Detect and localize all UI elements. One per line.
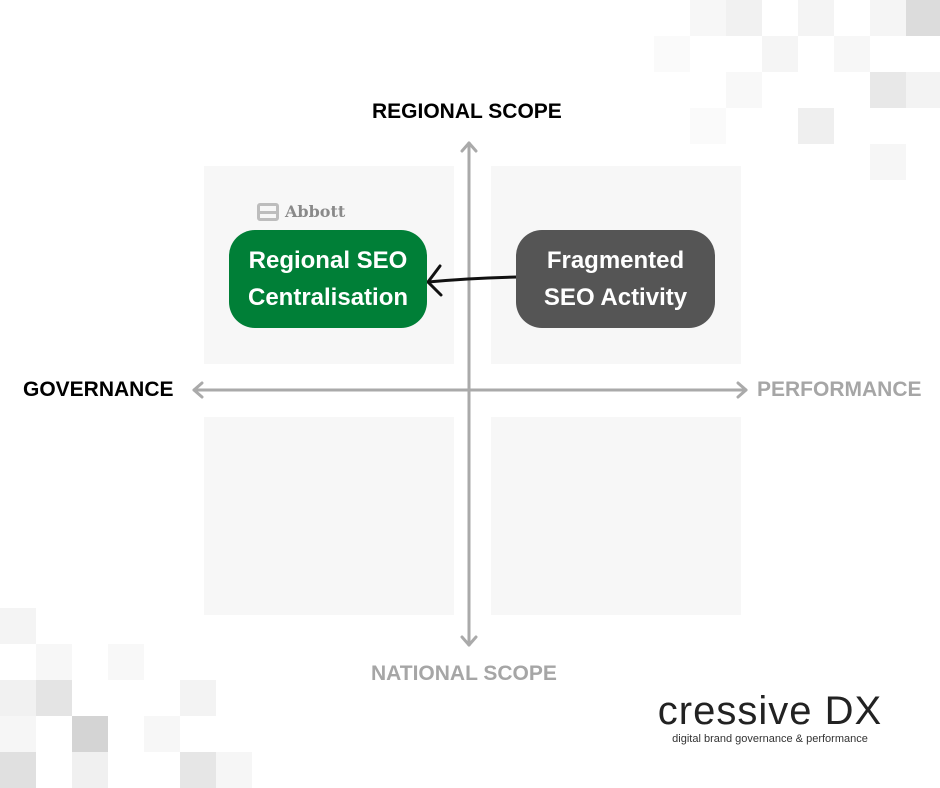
brand-name: cressive DX [657, 689, 883, 733]
arrow-down-icon [460, 635, 478, 647]
transition-arrow [426, 264, 519, 297]
brand-logo: cressive DX digital brand governance & p… [652, 690, 888, 745]
axis-label-right: PERFORMANCE [757, 378, 922, 401]
quadrant-bottom-left [204, 417, 454, 615]
arrow-left-icon [192, 381, 204, 399]
abbott-logo: Abbott [257, 202, 345, 221]
arrow-up-icon [460, 141, 478, 153]
brand-tagline: digital brand governance & performance [672, 733, 868, 745]
arrow-right-icon [736, 381, 748, 399]
fragmented-seo-activity-box: Fragmented SEO Activity [516, 230, 715, 328]
abbott-logo-text: Abbott [285, 202, 346, 221]
regional-seo-centralisation-box: Regional SEO Centralisation [229, 230, 427, 328]
axis-label-bottom: NATIONAL SCOPE [371, 662, 557, 685]
quadrant-bottom-right [491, 417, 741, 615]
arrow-left-icon [426, 264, 443, 297]
abbott-logo-icon [257, 202, 279, 221]
axis-label-top: REGIONAL SCOPE [372, 100, 562, 123]
axis-label-left: GOVERNANCE [23, 378, 174, 401]
